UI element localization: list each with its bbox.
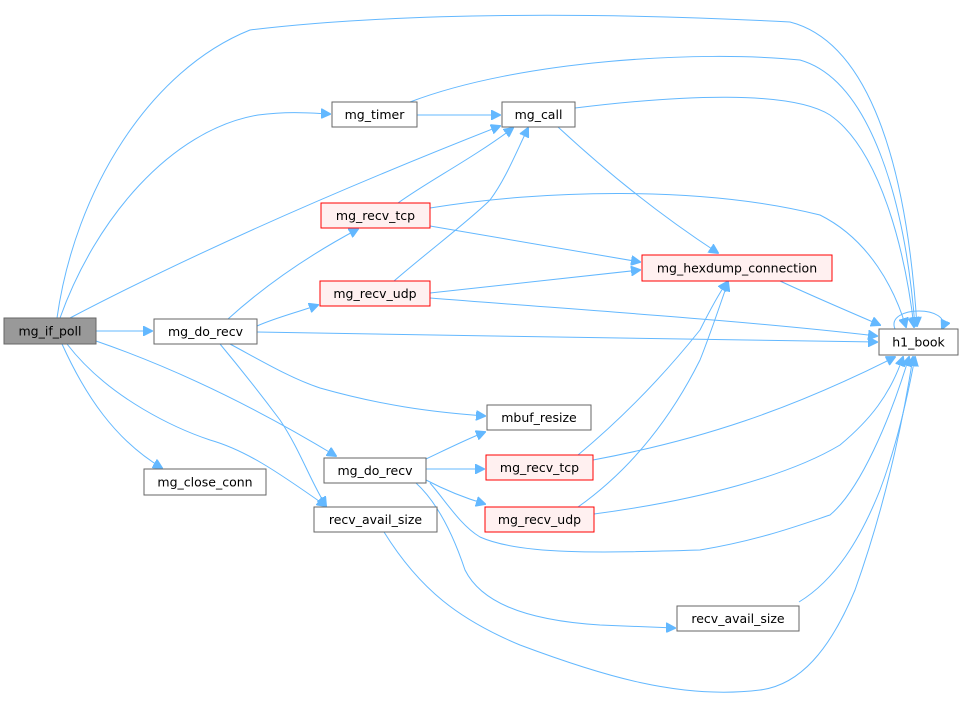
edge-mg-do-recv-2-to-recv-avail-size-2	[415, 482, 675, 628]
node-mg-recv-udp-1[interactable]: mg_recv_udp	[319, 280, 431, 307]
edge-mg-if-poll-to-mg-do-recv-2	[95, 340, 336, 456]
edge-mg-do-recv-1-to-mbuf-resize	[229, 343, 485, 416]
edge-mg-if-poll-to-mg-close-conn	[61, 343, 162, 468]
node-label: mg_recv_udp	[333, 286, 416, 301]
nodes-layer: mg_if_poll mg_timer mg_call mg_recv_tcp mg_r…	[3, 101, 959, 632]
node-mg-if-poll[interactable]: mg_if_poll	[3, 317, 97, 345]
edge-mg-recv-tcp-1-to-mg-call	[397, 128, 513, 204]
node-mg-recv-tcp-2[interactable]: mg_recv_tcp	[485, 454, 594, 481]
edge-recv-avail-size-2-to-h1-book	[798, 357, 915, 603]
edge-mg-recv-udp-1-to-h1-book	[429, 297, 877, 336]
node-box[interactable]	[153, 318, 258, 345]
edge-mg-recv-udp-1-to-mg-hexdump-connection	[429, 270, 640, 294]
node-label: mg_hexdump_connection	[657, 261, 817, 276]
edge-mg-do-recv-1-to-h1-book	[256, 331, 877, 342]
edge-mg-if-poll-to-mg-timer	[59, 113, 330, 319]
node-label: mg_recv_udp	[498, 512, 581, 527]
edge-mg-do-recv-1-to-mg-recv-udp-1	[256, 305, 318, 327]
node-mg-recv-tcp-1[interactable]: mg_recv_tcp	[320, 202, 431, 229]
edge-mg-recv-tcp-1-to-mg-hexdump-connection	[429, 225, 640, 262]
edge-mg-recv-tcp-2-to-mg-hexdump-connection	[577, 282, 727, 456]
node-box[interactable]	[320, 202, 431, 229]
node-mg-timer[interactable]: mg_timer	[331, 101, 418, 128]
node-mbuf-resize[interactable]: mbuf_resize	[486, 404, 592, 431]
node-label: mg_close_conn	[157, 475, 252, 490]
edge-mg-recv-udp-2-to-mg-hexdump-connection	[577, 282, 728, 508]
node-h1-book[interactable]: h1_book	[878, 328, 959, 356]
node-box[interactable]	[676, 605, 800, 632]
edge-recv-avail-size-1-to-h1-book	[383, 357, 913, 693]
node-label: mg_if_poll	[18, 324, 81, 339]
node-mg-hexdump-connection[interactable]: mg_hexdump_connection	[641, 254, 833, 282]
edge-mg-recv-udp-1-to-mg-call	[393, 128, 528, 282]
node-mg-call[interactable]: mg_call	[501, 101, 576, 128]
node-box[interactable]	[3, 317, 97, 345]
node-box[interactable]	[323, 457, 427, 484]
node-box[interactable]	[331, 101, 418, 128]
edge-mg-recv-udp-2-to-h1-book	[593, 357, 903, 515]
node-label: mg_do_recv	[168, 324, 244, 339]
edge-mg-call-to-h1-book	[574, 96, 914, 327]
node-mg-do-recv-2[interactable]: mg_do_recv	[323, 457, 427, 484]
node-label: mg_recv_tcp	[336, 208, 415, 223]
node-label: recv_avail_size	[329, 512, 423, 527]
edge-mg-if-poll-to-recv-avail-size-1	[66, 343, 326, 506]
node-label: mg_recv_tcp	[500, 460, 579, 475]
node-label: mg_do_recv	[337, 463, 413, 478]
node-box[interactable]	[484, 506, 595, 533]
edge-mg-recv-tcp-2-to-h1-book	[592, 357, 895, 461]
edges-layer	[56, 14, 943, 693]
edge-mg-if-poll-to-h1-book	[56, 14, 917, 326]
edge-mg-if-poll-to-mg-call	[69, 126, 500, 319]
edge-mg-call-to-mg-hexdump-connection	[557, 126, 718, 253]
edge-mg-do-recv-1-to-mg-recv-tcp-1	[227, 229, 358, 320]
node-mg-close-conn[interactable]: mg_close_conn	[143, 468, 267, 496]
node-box[interactable]	[878, 328, 959, 356]
node-label: recv_avail_size	[691, 611, 785, 626]
edge-h1-book-to-h1-book	[893, 310, 943, 329]
node-mg-recv-udp-2[interactable]: mg_recv_udp	[484, 506, 595, 533]
edge-mg-do-recv-1-to-recv-avail-size-1	[219, 343, 326, 506]
node-box[interactable]	[501, 101, 576, 128]
node-box[interactable]	[641, 254, 833, 282]
edge-mg-do-recv-2-to-h1-book	[429, 357, 909, 553]
node-box[interactable]	[143, 468, 267, 496]
node-box[interactable]	[485, 454, 594, 481]
node-recv-avail-size-1[interactable]: recv_avail_size	[313, 506, 438, 533]
edge-mg-hexdump-connection-to-h1-book	[779, 280, 880, 325]
node-label: h1_book	[892, 335, 945, 350]
node-mg-do-recv-1[interactable]: mg_do_recv	[153, 318, 258, 345]
node-box[interactable]	[486, 404, 592, 431]
node-box[interactable]	[319, 280, 431, 307]
node-recv-avail-size-2[interactable]: recv_avail_size	[676, 605, 800, 632]
node-label: mbuf_resize	[501, 410, 577, 425]
node-label: mg_call	[515, 107, 563, 122]
node-box[interactable]	[313, 506, 438, 533]
edge-mg-do-recv-2-to-mg-recv-udp-2	[425, 479, 485, 504]
edge-mg-timer-to-h1-book	[409, 55, 915, 326]
edge-mg-do-recv-2-to-mbuf-resize	[425, 432, 485, 460]
edge-mg-recv-tcp-1-to-h1-book	[429, 193, 906, 327]
node-label: mg_timer	[345, 107, 406, 122]
